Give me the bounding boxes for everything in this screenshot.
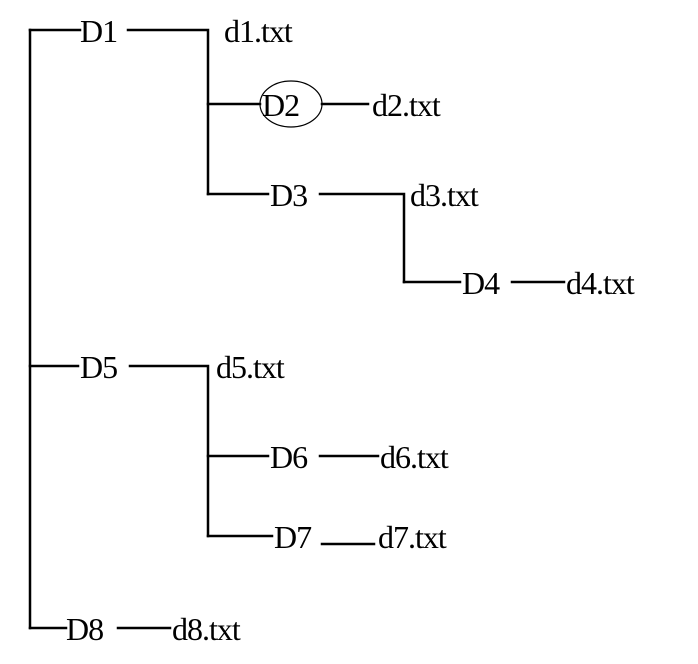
- node-d7-txt: d7.txt: [378, 519, 447, 555]
- node-D1: D1: [80, 13, 117, 49]
- node-D7: D7: [274, 519, 312, 555]
- node-D2: D2: [262, 87, 299, 123]
- node-d3-txt: d3.txt: [410, 177, 479, 213]
- tree-labels: D1 d1.txt D2 d2.txt D3 d3.txt D4 d4.txt …: [66, 13, 636, 647]
- node-D3: D3: [270, 177, 307, 213]
- edge-D5-d5txt: [128, 364, 210, 538]
- node-d4-txt: d4.txt: [566, 265, 635, 301]
- highlight-circle-D2: [259, 80, 323, 128]
- node-D8: D8: [66, 611, 103, 647]
- node-d8-txt: d8.txt: [172, 611, 241, 647]
- node-D6: D6: [270, 439, 308, 475]
- edge-D1-d1txt: [126, 28, 210, 196]
- tree-edges: [28, 28, 566, 630]
- node-D4: D4: [462, 265, 500, 301]
- node-d2-txt: d2.txt: [372, 87, 441, 123]
- node-d5-txt: d5.txt: [216, 349, 285, 385]
- node-d1-txt: d1.txt: [224, 13, 293, 49]
- node-D5: D5: [80, 349, 117, 385]
- node-d6-txt: d6.txt: [380, 439, 449, 475]
- edge-D3-d3txt: [318, 192, 406, 284]
